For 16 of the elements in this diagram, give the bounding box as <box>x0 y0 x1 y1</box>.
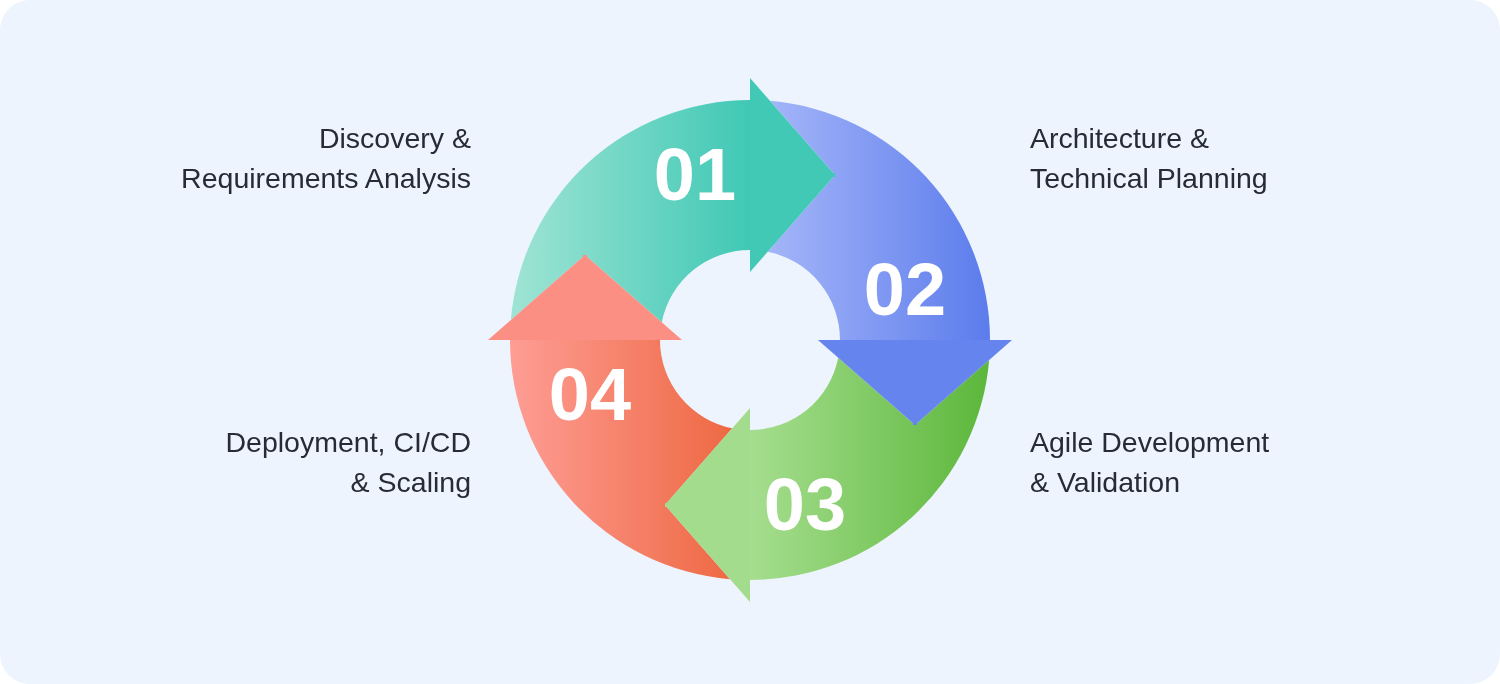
step-number: 03 <box>763 468 847 542</box>
arrow <box>488 255 682 340</box>
arrow <box>818 340 1012 425</box>
arrow <box>750 78 835 272</box>
ring-arrow-segment <box>767 100 990 340</box>
ring-arrow-segment <box>510 340 733 580</box>
step-number: 02 <box>863 253 947 327</box>
step-number: 01 <box>653 138 737 212</box>
ring-arrow-segment <box>750 357 990 580</box>
ring-arrow-segment <box>510 100 750 323</box>
arrow <box>665 408 750 602</box>
step-number: 04 <box>548 358 632 432</box>
step-label: Discovery & Requirements Analysis <box>180 121 471 196</box>
step-label: Deployment, CI/CD & Scaling <box>224 425 471 500</box>
step-label: Architecture & Technical Planning <box>1030 121 1269 196</box>
step-label: Agile Development & Validation <box>1030 425 1271 500</box>
